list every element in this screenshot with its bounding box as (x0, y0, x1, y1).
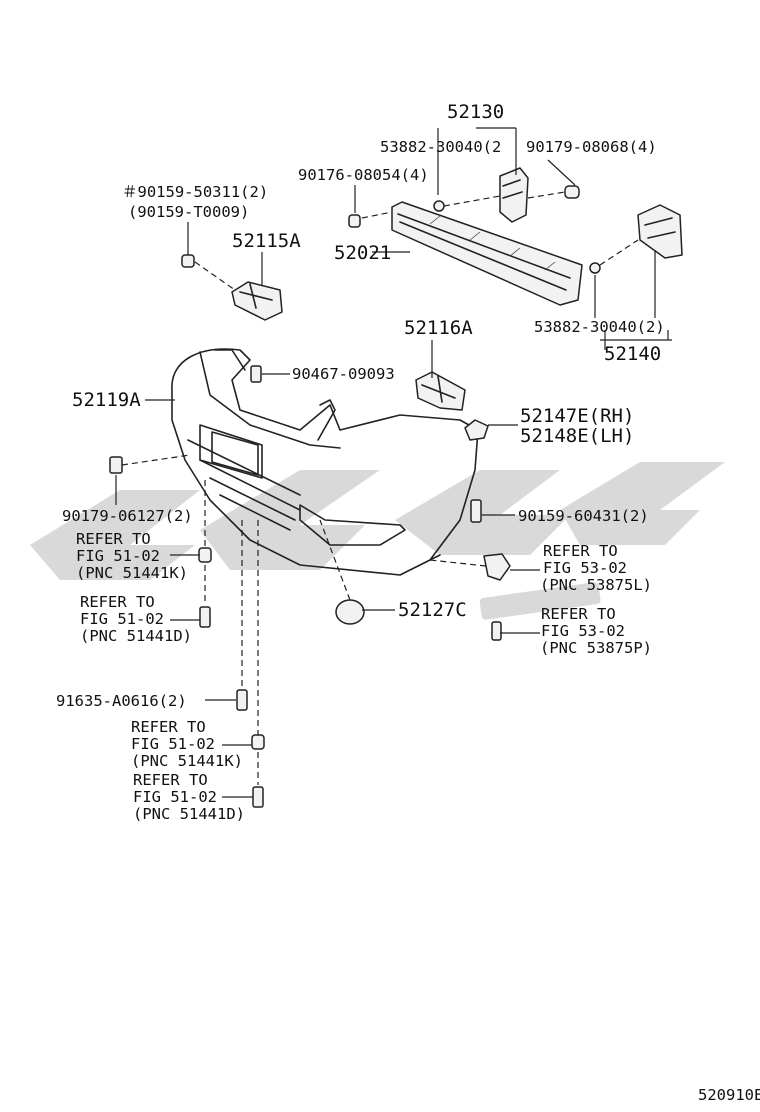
label-52147E: 52147E(RH) (520, 405, 634, 427)
label-90467: 90467-09093 (292, 365, 395, 383)
retainer-52116A (415, 371, 466, 411)
retainer-52115A (231, 281, 283, 321)
ref-51441K-b: REFER TO FIG 51-02 (PNC 51441K) (131, 718, 243, 770)
diagram-id: 520910E (698, 1086, 760, 1104)
clip-52147E (464, 419, 489, 441)
svg-text:REFER TO: REFER TO (76, 530, 151, 548)
ref-51441K-a: REFER TO FIG 51-02 (PNC 51441K) (76, 530, 188, 582)
screw-90159-60431 (470, 499, 482, 523)
ref-51441D-b: REFER TO FIG 51-02 (PNC 51441D) (133, 771, 245, 823)
label-52119A: 52119A (72, 389, 141, 411)
nut-53882-top (433, 200, 445, 212)
leader-lines (115, 127, 672, 798)
label-53882-bottom: 53882-30040(2) (534, 318, 665, 336)
screw-51441D-b (252, 786, 264, 808)
ref-51441D-a: REFER TO FIG 51-02 (PNC 51441D) (80, 593, 192, 645)
label-91635: 91635-A0616(2) (56, 692, 187, 710)
license-bracket (211, 431, 259, 476)
label-52130: 52130 (447, 101, 504, 123)
label-52115A: 52115A (232, 230, 301, 252)
label-53882-top: 53882-30040(2 (380, 138, 501, 156)
bolt-90176 (348, 214, 361, 228)
label-90159-50311: ＃90159-50311(2) (122, 183, 268, 201)
nut-90179-08068 (564, 185, 580, 199)
label-52140: 52140 (604, 343, 661, 365)
label-90179-08068: 90179-08068(4) (526, 138, 657, 156)
clip-51441K-b (251, 734, 265, 750)
svg-text:(PNC 51441K): (PNC 51441K) (76, 564, 188, 582)
bracket-53875L (483, 553, 511, 581)
svg-text:FIG 51-02: FIG 51-02 (76, 547, 160, 565)
svg-text:(PNC 51441D): (PNC 51441D) (80, 627, 192, 645)
svg-text:REFER TO: REFER TO (80, 593, 155, 611)
label-52127C: 52127C (398, 599, 467, 621)
svg-text:REFER TO: REFER TO (541, 605, 616, 623)
screw-91635 (236, 689, 248, 711)
svg-text:FIG 51-02: FIG 51-02 (133, 788, 217, 806)
clip-51441K-a (198, 547, 212, 563)
cap-52127C (335, 599, 365, 625)
bolt-90467 (250, 365, 262, 383)
bracket-52130 (499, 167, 529, 223)
svg-text:(PNC 51441D): (PNC 51441D) (133, 805, 245, 823)
svg-text:(PNC 51441K): (PNC 51441K) (131, 752, 243, 770)
label-90179-06127: 90179-06127(2) (62, 507, 193, 525)
clip-90179-06127 (109, 456, 123, 474)
label-90159-T0009: (90159-T0009) (128, 203, 249, 221)
bolt-53875P (491, 621, 502, 641)
svg-text:FIG 53-02: FIG 53-02 (541, 622, 625, 640)
svg-text:REFER TO: REFER TO (133, 771, 208, 789)
ref-53875P: REFER TO FIG 53-02 (PNC 53875P) (540, 605, 652, 657)
reinforcement-52021 (391, 201, 583, 306)
ref-53875L: REFER TO FIG 53-02 (PNC 53875L) (540, 542, 652, 594)
svg-text:(PNC 53875L): (PNC 53875L) (540, 576, 652, 594)
label-90176: 90176-08054(4) (298, 166, 429, 184)
clip-90159-50311 (181, 254, 195, 268)
svg-text:FIG 51-02: FIG 51-02 (131, 735, 215, 753)
bumper-cover-52119A (171, 348, 479, 576)
label-90159-60431: 90159-60431(2) (518, 507, 649, 525)
bracket-52140 (637, 204, 683, 259)
svg-text:REFER TO: REFER TO (131, 718, 206, 736)
svg-text:REFER TO: REFER TO (543, 542, 618, 560)
label-52148E: 52148E(LH) (520, 425, 634, 447)
label-52116A: 52116A (404, 317, 473, 339)
label-52021: 52021 (334, 242, 391, 264)
svg-text:FIG 53-02: FIG 53-02 (543, 559, 627, 577)
svg-text:FIG 51-02: FIG 51-02 (80, 610, 164, 628)
screw-51441D-a (199, 606, 211, 628)
nut-53882-bottom (589, 262, 601, 274)
svg-text:(PNC 53875P): (PNC 53875P) (540, 639, 652, 657)
